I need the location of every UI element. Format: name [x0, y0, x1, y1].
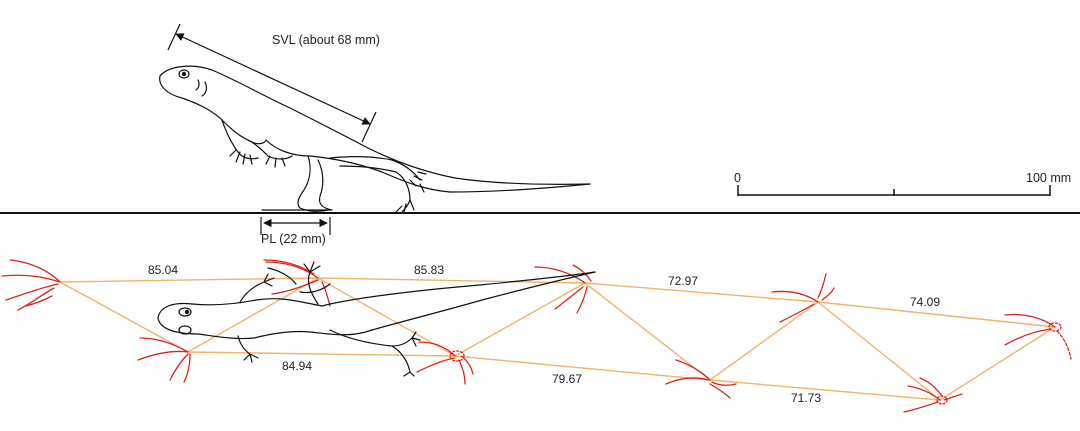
footprint — [1, 259, 61, 311]
footprint — [534, 264, 592, 314]
stride-label-b: 85.83 — [414, 263, 444, 277]
svl-label: SVL (about 68 mm) — [272, 33, 380, 47]
scale-end-label: 100 mm — [1026, 171, 1071, 185]
footprint — [137, 337, 191, 383]
scale-bar — [737, 185, 1051, 196]
stride-label-f: 79.67 — [552, 372, 582, 386]
stride-label-c: 72.97 — [668, 274, 698, 288]
footprint — [771, 273, 835, 323]
stride-label-a: 85.04 — [148, 263, 178, 277]
footprint — [416, 341, 474, 385]
stride-label-e: 84.94 — [282, 359, 312, 373]
stride-label-d: 74.09 — [910, 295, 940, 309]
footprints — [1, 259, 1072, 413]
scale-start-label: 0 — [734, 171, 741, 185]
footprint — [903, 377, 963, 413]
svl-measure — [167, 23, 377, 143]
pl-label: PL (22 mm) — [261, 232, 326, 246]
pl-measure — [260, 217, 331, 235]
stride-label-g: 71.73 — [791, 391, 821, 405]
footprint — [1004, 313, 1072, 360]
top-view-lizard — [157, 261, 596, 377]
side-view-lizard — [159, 65, 591, 213]
footprint — [665, 359, 737, 399]
